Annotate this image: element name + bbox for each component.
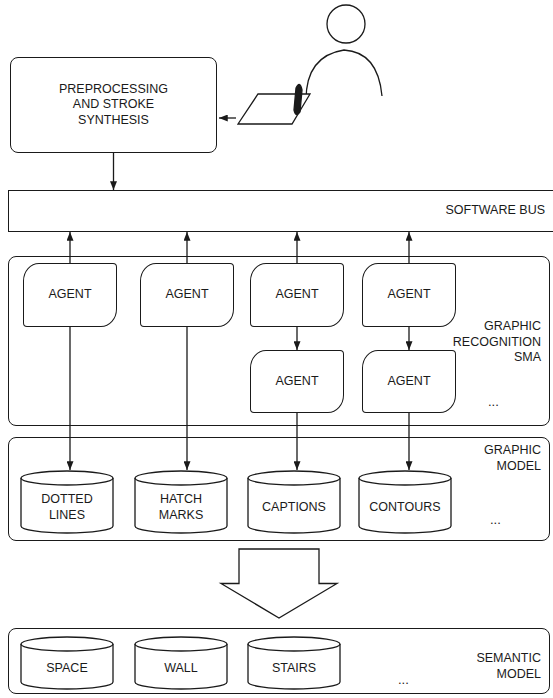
agent-box: AGENT bbox=[140, 263, 234, 327]
node-label: AGENT bbox=[165, 287, 208, 303]
cylinder-body bbox=[135, 478, 227, 533]
flow-arrow bbox=[296, 413, 297, 470]
node-label: AGENT bbox=[48, 287, 91, 303]
section-heading: GRAPHIC MODEL bbox=[451, 443, 541, 474]
node-label: STAIRS bbox=[272, 661, 316, 677]
node-label: AGENT bbox=[275, 287, 318, 303]
section-heading: SOFTWARE BUS bbox=[445, 203, 545, 219]
ellipsis-label: ... bbox=[488, 394, 499, 409]
flow-arrow bbox=[296, 327, 297, 350]
cylinder-top bbox=[248, 637, 340, 651]
node-label: CONTOURS bbox=[369, 500, 440, 516]
store-cylinder: CAPTIONS bbox=[247, 470, 341, 534]
node-label: AGENT bbox=[387, 287, 430, 303]
flow-arrow bbox=[408, 232, 409, 263]
node-label: SPACE bbox=[46, 661, 87, 677]
cylinder-top bbox=[21, 471, 113, 485]
cylinder-top bbox=[21, 637, 113, 651]
ellipsis-label: ... bbox=[398, 672, 409, 687]
flow-arrow bbox=[186, 327, 187, 470]
cylinder-body bbox=[248, 478, 340, 533]
user-head bbox=[327, 5, 365, 43]
flow-arrow bbox=[69, 232, 70, 263]
user-body bbox=[306, 50, 382, 100]
store-cylinder: SPACE bbox=[20, 636, 114, 690]
store-cylinder: STAIRS bbox=[247, 636, 341, 690]
model-panel: GRAPHIC MODEL DOTTED LINES HATCH MARKS CAPT… bbox=[8, 437, 550, 541]
flow-arrow bbox=[296, 232, 297, 263]
node-label: AGENT bbox=[387, 374, 430, 390]
node-label: HATCH MARKS bbox=[140, 492, 222, 523]
flow-arrow bbox=[69, 327, 70, 470]
node-label: AGENT bbox=[275, 374, 318, 390]
flow-arrow bbox=[186, 232, 187, 263]
store-cylinder: HATCH MARKS bbox=[134, 470, 228, 534]
store-cylinder: WALL bbox=[134, 636, 228, 690]
agent-box: AGENT bbox=[362, 263, 456, 327]
agent-box: AGENT bbox=[250, 263, 344, 327]
cylinder-top bbox=[248, 471, 340, 485]
cylinder-top bbox=[359, 471, 451, 485]
node-label: CAPTIONS bbox=[262, 500, 326, 516]
software-bus: SOFTWARE BUS bbox=[8, 190, 553, 232]
store-cylinder: DOTTED LINES bbox=[20, 470, 114, 534]
node-label: DOTTED LINES bbox=[26, 492, 108, 523]
model-panel: SEMANTIC MODEL SPACE WALL STAIRS bbox=[8, 628, 550, 694]
node-label: WALL bbox=[164, 661, 198, 677]
section-heading: SEMANTIC MODEL bbox=[451, 651, 541, 682]
agent-panel: GRAPHIC RECOGNITION SMAAGENTAGENTAGENTAG… bbox=[8, 256, 550, 426]
flow-arrow bbox=[113, 153, 114, 190]
cylinder-top bbox=[135, 637, 227, 651]
flow-arrow bbox=[408, 327, 409, 350]
block-arrow bbox=[221, 549, 337, 618]
cylinder-body bbox=[359, 478, 451, 533]
stylus bbox=[294, 84, 302, 114]
agent-box: AGENT bbox=[23, 263, 117, 327]
agent-box: AGENT bbox=[250, 350, 344, 413]
process-box: PREPROCESSING AND STROKE SYNTHESIS bbox=[10, 57, 217, 153]
ellipsis-label: ... bbox=[490, 512, 501, 527]
store-cylinder: CONTOURS bbox=[358, 470, 452, 534]
agent-box: AGENT bbox=[362, 350, 456, 413]
cylinder-body bbox=[21, 478, 113, 533]
node-label: PREPROCESSING AND STROKE SYNTHESIS bbox=[49, 82, 179, 129]
cylinder-top bbox=[135, 471, 227, 485]
flow-arrow bbox=[408, 413, 409, 470]
input-arrow bbox=[219, 117, 236, 118]
